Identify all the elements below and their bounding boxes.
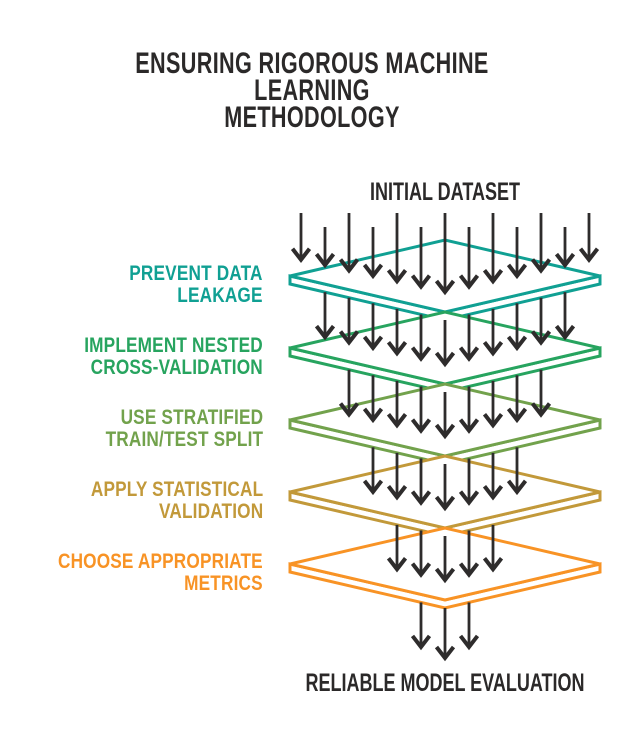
stage-label-line: IMPLEMENT NESTED <box>84 334 263 357</box>
arrowhead-icon <box>554 252 576 269</box>
reliable-model-evaluation-label: RELIABLE MODEL EVALUATION <box>305 669 585 697</box>
page-title-line-2: METHODOLOGY <box>224 101 400 134</box>
stage-label-line: TRAIN/TEST SPLIT <box>105 427 263 451</box>
arrowhead-icon <box>458 490 480 506</box>
arrowhead-icon <box>410 490 432 506</box>
stage-label-line: PREVENT DATA <box>129 262 263 285</box>
flow-arrows-segment-2 <box>338 369 552 440</box>
flow-arrows-segment-3 <box>362 447 528 512</box>
arrowhead-icon <box>434 645 456 662</box>
arrowhead-icon <box>338 258 360 274</box>
arrowhead-icon <box>410 562 432 578</box>
stage-label-line: CROSS-VALIDATION <box>90 355 263 379</box>
arrowhead-icon <box>386 557 408 573</box>
flow-arrows-segment-0 <box>290 213 600 296</box>
stage-label-line: LEAKAGE <box>177 283 263 307</box>
arrowhead-icon <box>458 274 480 290</box>
arrowhead-icon <box>578 247 600 264</box>
arrowhead-icon <box>434 423 456 440</box>
arrowhead-icon <box>458 418 480 434</box>
arrowhead-icon <box>410 274 432 290</box>
stage-label-line: VALIDATION <box>158 499 263 523</box>
arrowhead-icon <box>506 407 528 424</box>
arrowhead-icon <box>290 247 312 264</box>
arrowhead-icon <box>530 330 552 346</box>
stage-label-apply-statistical-validation: APPLY STATISTICAL VALIDATION <box>91 479 263 522</box>
arrowhead-icon <box>410 346 432 362</box>
arrowhead-icon <box>386 485 408 501</box>
arrowhead-icon <box>338 402 360 418</box>
arrowhead-icon <box>314 324 336 341</box>
arrowhead-icon <box>362 263 384 280</box>
arrowhead-icon <box>410 418 432 434</box>
arrowhead-icon <box>386 341 408 357</box>
arrowhead-icon <box>482 413 504 429</box>
arrowhead-icon <box>386 269 408 285</box>
flow-arrows-segment-5 <box>410 602 480 662</box>
arrowhead-icon <box>434 351 456 368</box>
stage-label-implement-nested-cross-validation: IMPLEMENT NESTED CROSS-VALIDATION <box>84 335 263 378</box>
arrowhead-icon <box>386 413 408 429</box>
arrowhead-icon <box>482 557 504 573</box>
arrowhead-icon <box>530 258 552 274</box>
arrowhead-icon <box>434 567 456 584</box>
stage-label-line: METRICS <box>184 571 263 595</box>
stage-label-use-stratified-train-test-split: USE STRATIFIED TRAIN/TEST SPLIT <box>105 407 263 450</box>
arrowhead-icon <box>410 634 432 651</box>
stage-label-choose-appropriate-metrics: CHOOSE APPROPRIATE METRICS <box>58 551 263 594</box>
arrowhead-icon <box>362 335 384 352</box>
arrowhead-icon <box>506 263 528 280</box>
arrowhead-icon <box>458 634 480 651</box>
arrowhead-icon <box>482 485 504 501</box>
stage-label-line: APPLY STATISTICAL <box>90 478 263 501</box>
arrowhead-icon <box>482 269 504 285</box>
page-title-line-1: ENSURING RIGOROUS MACHINE LEARNING <box>135 47 489 107</box>
arrowhead-icon <box>434 279 456 296</box>
arrowhead-icon <box>362 407 384 424</box>
flow-arrows <box>290 213 600 662</box>
arrowhead-icon <box>314 252 336 269</box>
arrowhead-icon <box>530 402 552 418</box>
stage-label-line: CHOOSE APPROPRIATE <box>58 550 263 573</box>
arrowhead-icon <box>482 341 504 357</box>
arrowhead-icon <box>434 495 456 512</box>
arrowhead-icon <box>506 335 528 352</box>
arrowhead-icon <box>554 324 576 341</box>
stage-label-prevent-data-leakage: PREVENT DATA LEAKAGE <box>130 263 263 306</box>
stage-label-line: USE STRATIFIED <box>120 406 263 429</box>
arrowhead-icon <box>362 479 384 496</box>
flow-arrows-segment-1 <box>314 292 576 368</box>
arrowhead-icon <box>458 562 480 578</box>
arrowhead-icon <box>506 479 528 496</box>
page-title: ENSURING RIGOROUS MACHINE LEARNING METHO… <box>87 47 536 134</box>
arrowhead-icon <box>338 330 360 346</box>
initial-dataset-label: INITIAL DATASET <box>370 178 520 206</box>
arrowhead-icon <box>458 346 480 362</box>
flow-arrows-segment-4 <box>386 524 504 584</box>
